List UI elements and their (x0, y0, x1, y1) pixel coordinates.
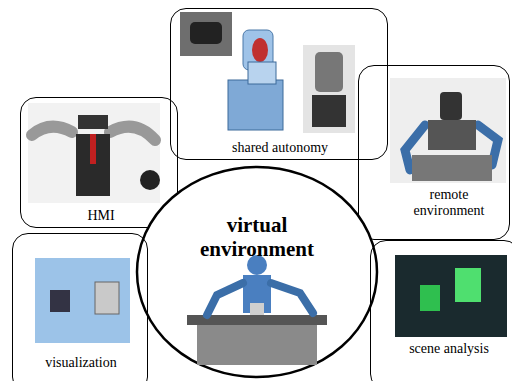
node-label: virtual environment (177, 213, 337, 261)
virtual-object (95, 282, 119, 314)
robot-model (197, 325, 317, 365)
scene-analysis-box: scene analysis (370, 240, 512, 381)
node-label: shared autonomy (171, 140, 389, 156)
object (312, 95, 346, 127)
visualization-box: visualization (12, 233, 148, 381)
block-model (228, 80, 283, 130)
glove-photo (180, 12, 232, 56)
hmd (78, 115, 108, 129)
hmi-box: HMI (20, 97, 178, 228)
hmi-photo (28, 103, 160, 203)
robot-model (271, 283, 313, 313)
exoskeleton-arm (110, 127, 155, 140)
exoskeleton-arm (32, 127, 72, 135)
circle-outline (135, 165, 379, 379)
virtual-environment-circle: virtual environment (135, 165, 379, 379)
joint (140, 170, 160, 190)
robot-photo (390, 78, 506, 183)
robot-head (440, 92, 462, 120)
shared-autonomy-box: shared autonomy (170, 8, 388, 160)
node-label: scene analysis (409, 341, 489, 357)
visualization-render (35, 258, 130, 343)
detected-object (420, 285, 440, 311)
robot-model (250, 303, 264, 315)
glove (190, 22, 222, 44)
remote-environment-box: remote environment (358, 65, 510, 240)
detected-object (455, 268, 481, 302)
node-label: visualization (21, 355, 141, 371)
operator (76, 134, 110, 196)
robot-model (207, 283, 243, 315)
scene-photo (395, 255, 507, 337)
joint-model (248, 62, 276, 84)
gripper-photo (303, 45, 355, 133)
gripper (315, 52, 343, 92)
table (412, 155, 492, 181)
robot-torso (428, 120, 476, 150)
tie (90, 134, 96, 164)
node-label: remote environment (399, 187, 499, 219)
node-label: HMI (71, 208, 131, 224)
virtual-object (50, 290, 70, 312)
object-model (252, 38, 268, 62)
